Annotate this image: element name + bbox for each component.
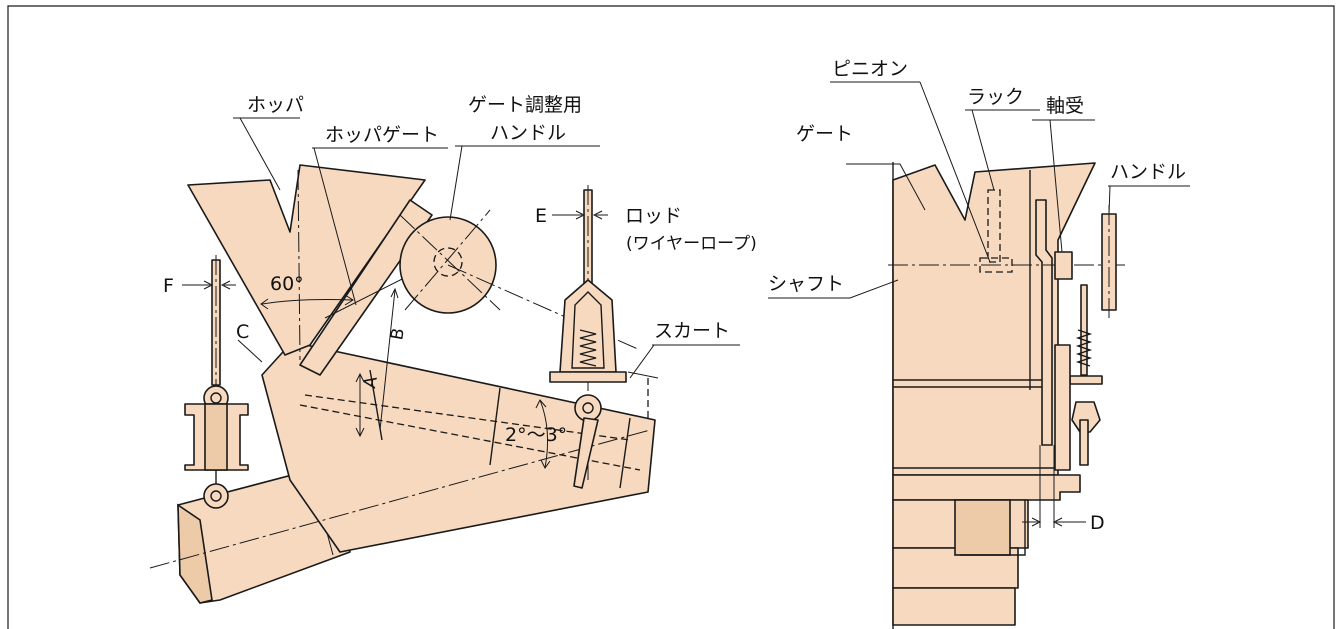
dim-B-line: [379, 289, 396, 431]
leader-rack: [965, 109, 1040, 191]
label-wire-rope: (ワイヤーロープ): [626, 234, 757, 254]
dim-slope-arrowheads: [535, 399, 551, 469]
left-side-view: ホッパ ホッパゲート ゲート調整用 ハンドル ロッド (ワイヤーロープ) スカー…: [149, 94, 757, 604]
leader-pinion: [830, 81, 991, 263]
label-gate-handle-1: ゲート調整用: [468, 94, 582, 116]
dim-F-arrowhead: [203, 280, 231, 290]
label-hopper-gate: ホッパゲート: [325, 124, 439, 146]
label-shaft: シャフト: [768, 273, 844, 295]
left-eye-lower-hole: [210, 490, 222, 502]
leader-shaft: [768, 279, 899, 299]
trough-stiffener-2: [489, 387, 501, 466]
label-handle: ハンドル: [1110, 161, 1186, 183]
label-dim-D: D: [1090, 512, 1105, 534]
leader-hopper: [233, 117, 300, 191]
label-rod: ロッド: [625, 205, 682, 227]
label-gate: ゲート: [796, 123, 853, 145]
hanger-spring: [1075, 329, 1093, 367]
right-suspension: [549, 185, 627, 489]
skirt-leader: [627, 371, 659, 379]
dim-B-arrowhead: [390, 287, 399, 299]
spring-yoke-inner: [571, 291, 605, 369]
left-eye-upper-hole: [210, 392, 222, 404]
dim-60-arc: [261, 299, 353, 305]
handle-center-cross-2: [404, 209, 491, 311]
label-slope: 2°～3°: [505, 424, 567, 446]
dim-slope-arc: [539, 399, 549, 469]
trough-stiffener-3: [619, 417, 631, 489]
leader-gate: [846, 163, 926, 211]
leader-handle: [1108, 185, 1190, 215]
spring-base-plate: [549, 371, 627, 383]
drawing-frame: [7, 5, 1335, 629]
frame-inner-block: [954, 499, 1011, 556]
trough-centerline: [149, 429, 651, 569]
leader-gate-handle: [449, 145, 600, 221]
bearing: [1054, 251, 1073, 280]
right-hanger-bar: [573, 417, 599, 489]
label-dim-E: E: [535, 205, 547, 227]
label-bearing: 軸受: [1046, 95, 1084, 117]
dim-D-arrowheads: [1031, 517, 1063, 527]
label-rack: ラック: [967, 86, 1024, 108]
left-bracket-inner: [204, 403, 228, 471]
label-dim-C: C: [236, 321, 249, 343]
left-suspension: [184, 255, 249, 509]
spring-yoke: [559, 279, 617, 373]
motor-face: [177, 503, 213, 604]
label-skirt: スカート: [654, 320, 730, 342]
leader-skirt: [629, 344, 740, 379]
handle-center-cross: [399, 214, 501, 311]
label-dim-B: B: [387, 327, 409, 342]
label-dim-F: F: [163, 275, 174, 297]
left-eye-lower: [203, 483, 229, 509]
label-angle-60: 60°: [270, 273, 304, 295]
label-hopper: ホッパ: [247, 94, 304, 116]
dim-E-arrowhead: [575, 210, 603, 220]
dim-C-line: [237, 339, 263, 363]
frame-block-3: [892, 587, 1016, 626]
right-eye-hole: [582, 402, 594, 414]
gate-handle-hub: [433, 247, 463, 277]
hopper-centerline: [297, 169, 301, 361]
right-view-spring-hanger: [1054, 284, 1103, 471]
frame-step: [960, 500, 1026, 556]
hopper-gate-plate: [299, 199, 433, 376]
spring-coil: [579, 329, 597, 367]
label-gate-handle-2: ハンドル: [490, 122, 566, 144]
hanger-link: [1054, 344, 1071, 471]
hanger-plate: [1069, 375, 1103, 385]
label-dim-A: A: [360, 375, 382, 390]
trough-body-lower: [892, 474, 1081, 501]
right-eye: [574, 394, 602, 422]
label-pinion: ピニオン: [832, 58, 908, 80]
leader-hopper-gate: [312, 147, 448, 306]
dim-A-arrowhead: [355, 372, 365, 438]
hanger-bar: [1079, 419, 1089, 466]
right-front-view: ピニオン ラック 軸受 ゲート ハンドル シャフト D: [768, 58, 1190, 629]
leader-bearing: [1032, 119, 1095, 253]
hopper: [187, 164, 426, 356]
dim-60-arrowheads: [260, 294, 354, 310]
hanger-rod: [1080, 284, 1088, 376]
rack-plate: [1035, 199, 1053, 446]
hanger-eye: [1071, 401, 1101, 433]
